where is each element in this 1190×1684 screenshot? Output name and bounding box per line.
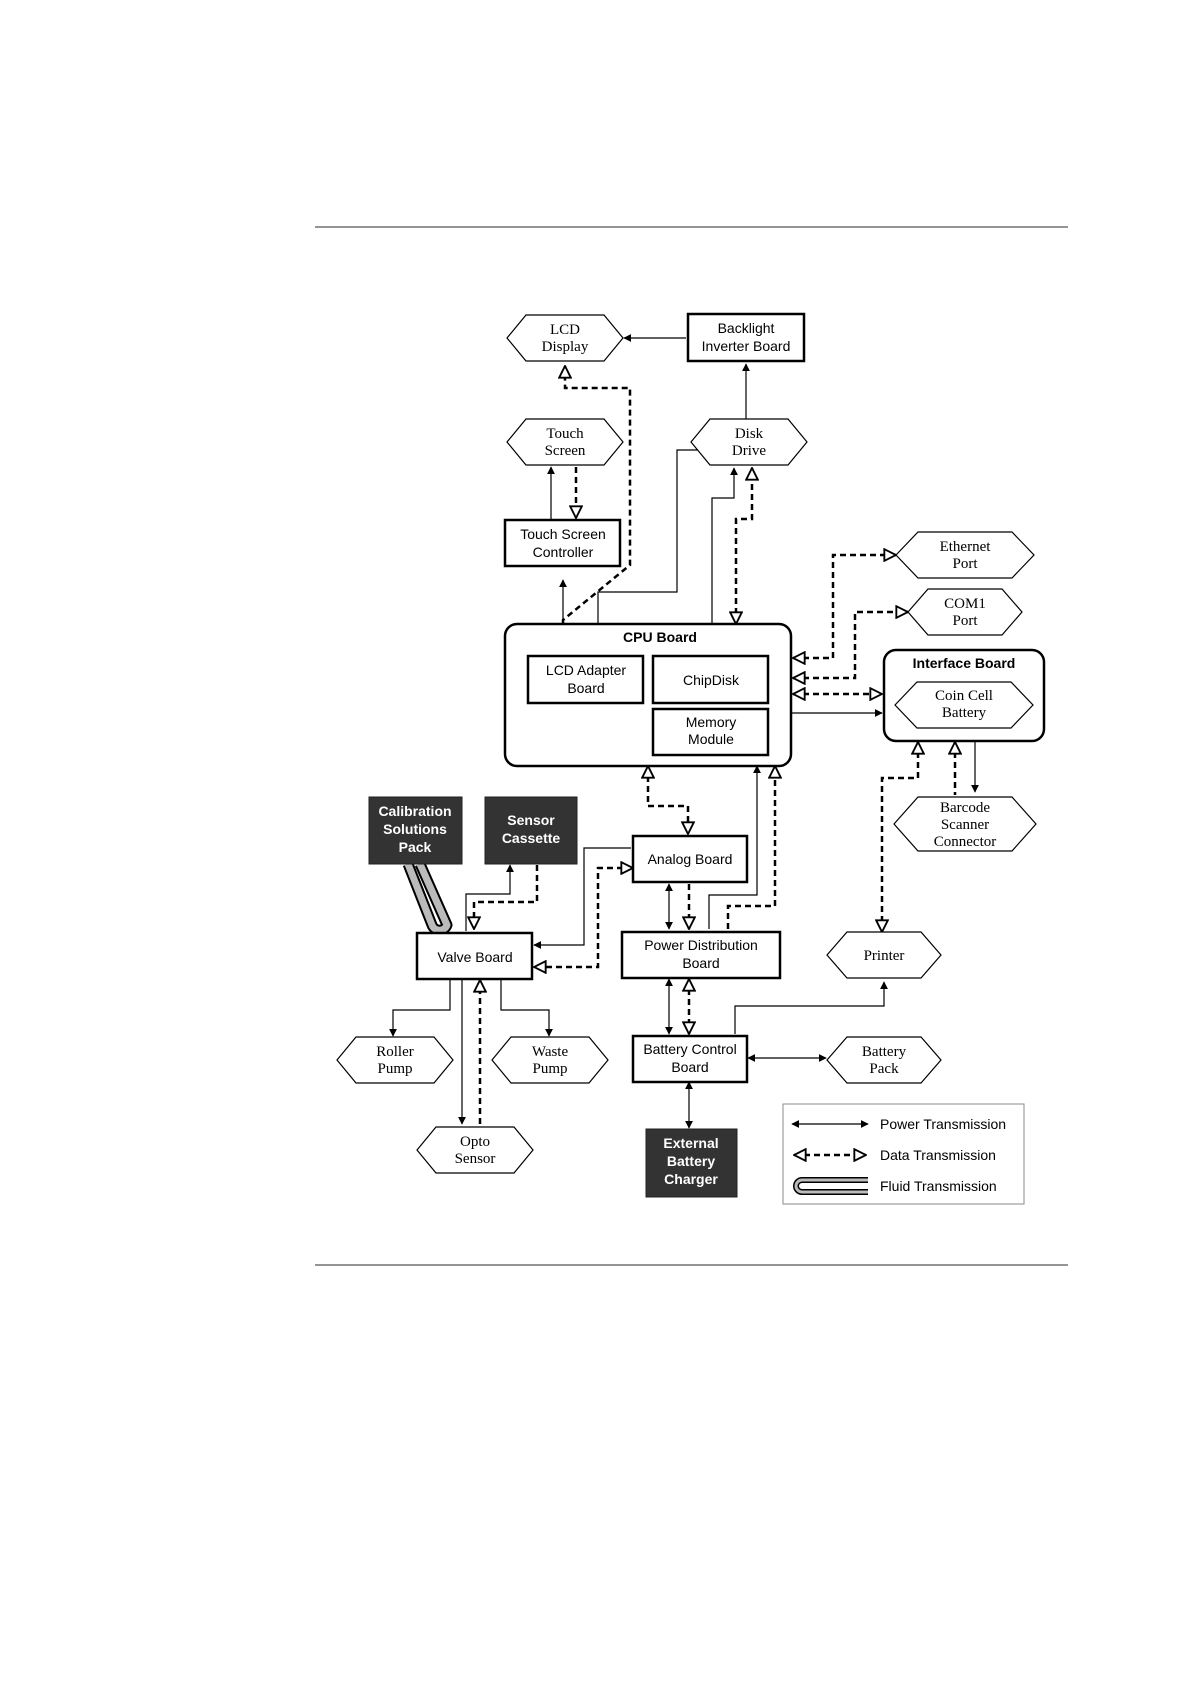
svg-text:Drive: Drive: [732, 443, 766, 459]
svg-text:Port: Port: [952, 613, 978, 629]
power-link-valve-wastepump: [500, 980, 553, 1037]
waste-pump: Waste Pump: [491, 1036, 609, 1084]
svg-text:Valve Board: Valve Board: [437, 949, 512, 965]
legend-data-label: Data Transmission: [880, 1147, 996, 1163]
coin-cell-battery: Coin Cell Battery: [894, 681, 1034, 729]
svg-text:Scanner: Scanner: [941, 817, 989, 833]
svg-text:Printer: Printer: [864, 948, 905, 964]
svg-text:Disk: Disk: [735, 426, 764, 442]
calibration-solutions-pack: Calibration Solutions Pack: [368, 796, 463, 865]
svg-text:Port: Port: [952, 556, 978, 572]
svg-text:Pump: Pump: [377, 1061, 412, 1077]
svg-text:Inverter Board: Inverter Board: [702, 338, 791, 354]
data-link-powerdist-cpu: [726, 766, 775, 929]
opto-sensor: Opto Sensor: [416, 1126, 534, 1174]
svg-text:External: External: [663, 1135, 718, 1151]
svg-text:Power Distribution: Power Distribution: [644, 937, 758, 953]
svg-text:Analog Board: Analog Board: [648, 851, 733, 867]
svg-text:Charger: Charger: [664, 1171, 718, 1187]
disk-drive: Disk Drive: [690, 418, 808, 466]
touch-screen-controller: Touch Screen Controller: [503, 518, 622, 568]
memory-module: Memory Module: [651, 707, 770, 757]
sensor-cassette: Sensor Cassette: [484, 796, 578, 865]
printer: Printer: [826, 931, 942, 979]
touch-screen: Touch Screen: [506, 418, 624, 466]
svg-text:Display: Display: [542, 339, 589, 355]
svg-text:Roller: Roller: [376, 1044, 414, 1060]
svg-text:LCD: LCD: [550, 322, 580, 338]
power-link-valve-rollerpump: [389, 980, 451, 1037]
chipdisk: ChipDisk: [651, 654, 770, 705]
svg-text:Opto: Opto: [460, 1134, 490, 1150]
power-link-cpu-backlight: [597, 363, 750, 654]
svg-text:CPU Board: CPU Board: [623, 629, 697, 645]
data-link-cpu-ethernet: [793, 555, 896, 658]
svg-text:Touch: Touch: [546, 426, 584, 442]
backlight-inverter-board: Backlight Inverter Board: [686, 312, 806, 363]
svg-text:Ethernet: Ethernet: [940, 539, 992, 555]
connectors: [389, 334, 979, 1129]
legend-fluid-label: Fluid Transmission: [880, 1178, 997, 1194]
svg-text:Backlight: Backlight: [718, 320, 775, 336]
svg-text:LCD Adapter: LCD Adapter: [546, 662, 626, 678]
svg-text:COM1: COM1: [944, 596, 986, 612]
com1-port: COM1 Port: [907, 588, 1023, 636]
svg-text:Calibration: Calibration: [378, 803, 451, 819]
svg-text:Board: Board: [682, 955, 719, 971]
valve-board: Valve Board: [415, 931, 534, 981]
data-link-cpu-analog: [648, 766, 688, 834]
svg-text:Screen: Screen: [545, 443, 586, 459]
svg-text:Battery: Battery: [942, 705, 987, 721]
legend-fluid-swatch: [793, 1177, 868, 1195]
svg-text:Battery: Battery: [862, 1044, 907, 1060]
data-link-interface-printer: [882, 742, 918, 932]
svg-text:Board: Board: [567, 680, 604, 696]
barcode-scanner-connector: Barcode Scanner Connector: [893, 796, 1037, 852]
svg-text:Battery: Battery: [667, 1153, 715, 1169]
data-link-lcdadapter-lcd: [563, 366, 632, 654]
battery-control-board: Battery Control Board: [631, 1034, 749, 1084]
roller-pump: Roller Pump: [336, 1036, 454, 1084]
svg-text:Battery Control: Battery Control: [643, 1041, 736, 1057]
svg-text:Pack: Pack: [399, 839, 432, 855]
power-distribution-board: Power Distribution Board: [620, 930, 782, 980]
svg-text:Sensor: Sensor: [455, 1151, 496, 1167]
lcd-display: LCD Display: [506, 314, 624, 362]
lcd-adapter-board: LCD Adapter Board: [526, 654, 645, 705]
data-link-cpu-disk: [736, 468, 752, 624]
ethernet-port: Ethernet Port: [895, 531, 1035, 579]
svg-text:Controller: Controller: [533, 544, 594, 560]
svg-text:Memory: Memory: [686, 714, 737, 730]
svg-text:Barcode: Barcode: [940, 800, 990, 816]
power-link-batterycontrol-printer: [734, 981, 888, 1034]
svg-text:Coin Cell: Coin Cell: [935, 688, 993, 704]
legend-power-label: Power Transmission: [880, 1116, 1006, 1132]
external-battery-charger: External Battery Charger: [645, 1128, 738, 1198]
svg-text:Pump: Pump: [532, 1061, 567, 1077]
svg-text:Connector: Connector: [934, 834, 996, 850]
data-link-analog-valve: [534, 868, 633, 967]
svg-text:Interface Board: Interface Board: [913, 655, 1016, 671]
data-link-sensorcassette-valve: [474, 865, 539, 929]
battery-pack: Battery Pack: [826, 1036, 942, 1084]
svg-text:Solutions: Solutions: [383, 821, 447, 837]
svg-text:Cassette: Cassette: [502, 830, 561, 846]
power-link-valve-sensorcassette: [465, 864, 514, 931]
svg-text:Pack: Pack: [869, 1061, 899, 1077]
data-link-cpu-com1: [793, 612, 908, 678]
svg-text:ChipDisk: ChipDisk: [683, 672, 740, 688]
power-link-powerdist-cpu: [708, 765, 761, 929]
analog-board: Analog Board: [631, 834, 749, 884]
legend: Power Transmission Data Transmission Flu…: [782, 1103, 1025, 1205]
svg-text:Touch Screen: Touch Screen: [520, 526, 606, 542]
svg-text:Board: Board: [671, 1059, 708, 1075]
svg-text:Waste: Waste: [532, 1044, 569, 1060]
svg-text:Module: Module: [688, 731, 734, 747]
power-link-cpu-disk: [711, 467, 738, 624]
svg-text:Sensor: Sensor: [507, 812, 555, 828]
